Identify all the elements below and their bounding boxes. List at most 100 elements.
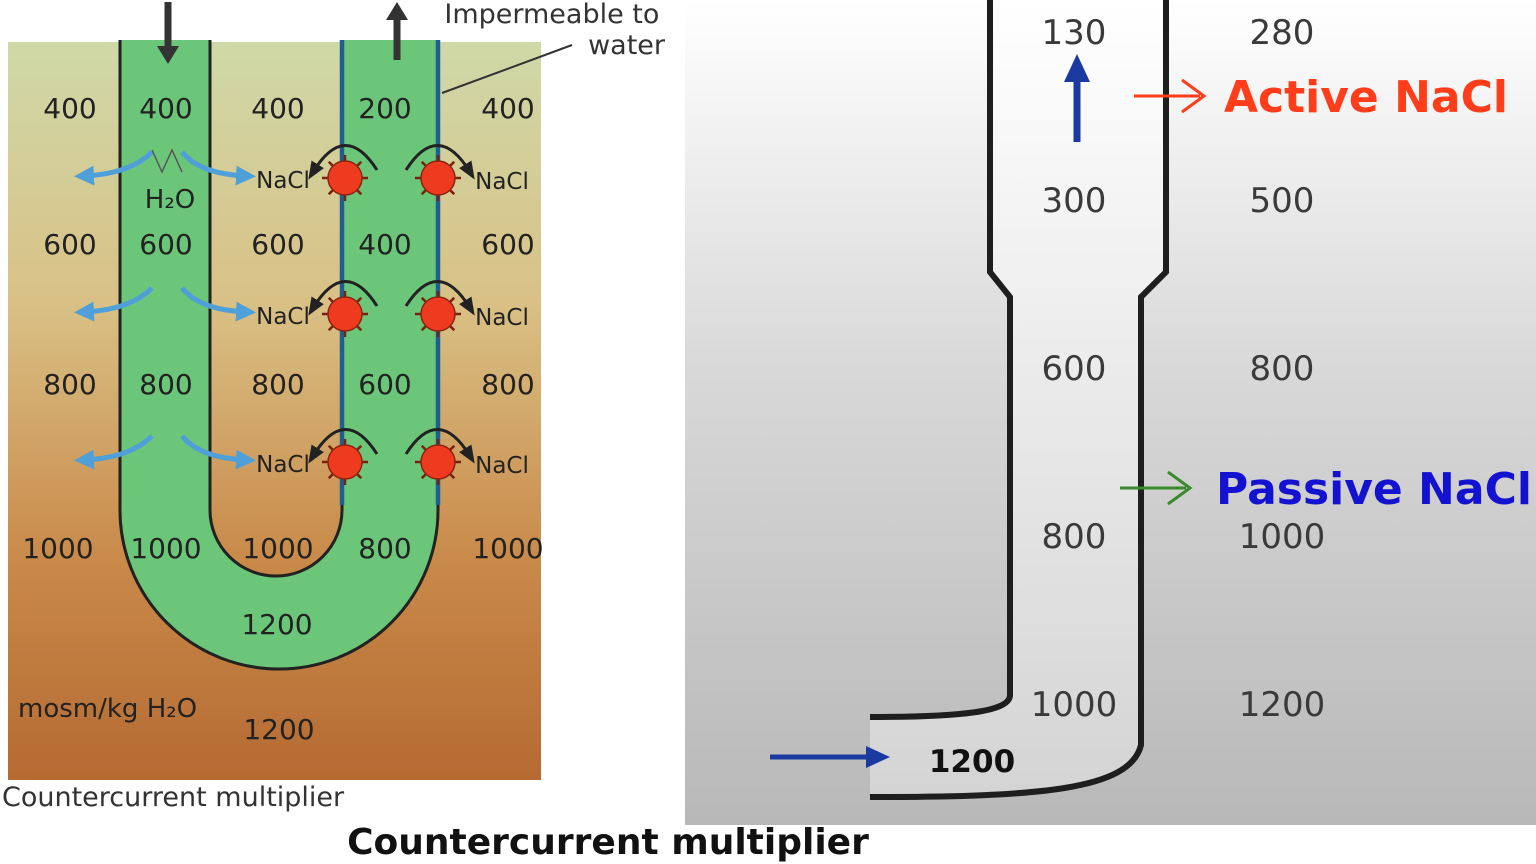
loop-tip-value: 1200 (241, 608, 312, 641)
tubule-lumen (870, 0, 1166, 797)
level-value-descending: 800 (139, 368, 192, 401)
transport-row: NaCl NaCl (74, 280, 529, 337)
level-value-outer-right: 1000 (472, 532, 543, 565)
inflow-arrow (157, 2, 179, 64)
interstitium-value: 1000 (1239, 517, 1326, 557)
level-value-ascending: 400 (358, 228, 411, 261)
unit-label: mosm/kg H₂O (18, 694, 197, 724)
level-value-middle: 400 (251, 92, 304, 125)
sodium-pump (404, 280, 475, 337)
water-arrow-left (74, 434, 154, 470)
level-value-ascending: 800 (358, 532, 411, 565)
pump-icon (420, 444, 456, 480)
water-arrow-right (180, 150, 256, 186)
pump-direction-arrow (404, 428, 475, 464)
level-value-outer-right: 400 (481, 92, 534, 125)
lumen-value: 130 (1042, 13, 1107, 53)
level-value-outer-left: 1000 (22, 532, 93, 565)
pump-icon (327, 160, 363, 196)
level-value-descending: 400 (139, 92, 192, 125)
level-value-descending: 1000 (130, 532, 201, 565)
level-value-outer-left: 400 (43, 92, 96, 125)
nacl-label: NaCl (475, 453, 529, 479)
water-arrow-left (74, 150, 154, 186)
sodium-pump (308, 144, 379, 201)
sodium-pump (404, 428, 475, 485)
upflow-arrow (1064, 54, 1090, 142)
transport-row: NaCl NaCl (74, 428, 529, 485)
level-value-outer-left: 600 (43, 228, 96, 261)
descending-limb-wall (118, 40, 440, 671)
level-value-ascending: 200 (358, 92, 411, 125)
level-row: 800 800 800 600 800 (43, 368, 534, 401)
lumen-value: 800 (1042, 517, 1107, 557)
left-caption: Countercurrent multiplier (2, 782, 345, 813)
inflow-arrow-right (770, 746, 890, 768)
nacl-label: NaCl (256, 304, 310, 330)
impermeable-annotation: Impermeable to water (444, 0, 668, 61)
ascending-limb-thick-wall (339, 40, 441, 505)
level-value-outer-right: 600 (481, 228, 534, 261)
pump-direction-arrow (308, 428, 379, 464)
level-value-middle: 1000 (242, 532, 313, 565)
figure-caption: Countercurrent multiplier (347, 822, 869, 863)
value-row: 800 1000 (1042, 517, 1326, 557)
right-diagram: 130 280 300 500 600 800 800 1000 1000 1200 1200 A… (685, 0, 1536, 825)
interstitium-value: 1200 (1239, 685, 1326, 725)
level-row: 400 400 400 200 400 (43, 92, 534, 125)
lumen-value: 300 (1042, 181, 1107, 221)
tubule-right-wall (869, 0, 1169, 800)
pump-direction-arrow (308, 144, 379, 180)
active-nacl-label: Active NaCl (1224, 72, 1508, 123)
pump-icon (327, 296, 363, 332)
pump-direction-arrow (404, 280, 475, 316)
active-transport-arrow (1134, 78, 1207, 114)
sodium-pump (404, 144, 475, 201)
water-arrow-right (180, 286, 256, 322)
pump-direction-arrow (308, 280, 379, 316)
lumen-value: 600 (1042, 349, 1107, 389)
water-kink-mark (151, 148, 183, 174)
nacl-label: NaCl (256, 452, 310, 478)
transport-row: NaCl NaCl (74, 144, 529, 201)
level-value-ascending: 600 (358, 368, 411, 401)
level-value-outer-right: 800 (481, 368, 534, 401)
pump-direction-arrow (404, 144, 475, 180)
loop-of-henle (120, 40, 438, 669)
sodium-pump (308, 280, 379, 337)
water-arrow-left (74, 286, 154, 322)
value-row: 300 500 (1042, 181, 1315, 221)
level-value-middle: 800 (251, 368, 304, 401)
outflow-arrow (386, 2, 408, 60)
level-value-outer-left: 800 (43, 368, 96, 401)
pump-icon (327, 444, 363, 480)
lumen-value: 1000 (1031, 685, 1118, 725)
nacl-label: NaCl (475, 169, 529, 195)
sodium-pump (308, 428, 379, 485)
passive-nacl-label: Passive NaCl (1216, 464, 1532, 515)
passive-transport-arrow (1120, 470, 1193, 506)
level-row: 600 600 600 400 600 (43, 228, 534, 261)
nacl-label: NaCl (256, 168, 310, 194)
value-row: 130 280 (1042, 13, 1315, 53)
tubule-left-wall (869, 0, 1013, 720)
water-arrow-right (180, 434, 256, 470)
interstitium-value: 800 (1250, 349, 1315, 389)
annotation-leader (441, 44, 573, 94)
value-rows: 130 280 300 500 600 800 800 1000 1000 1200 (1031, 13, 1326, 725)
water-label: H₂O (145, 185, 195, 215)
level-value-middle: 600 (251, 228, 304, 261)
interstitium-value: 500 (1250, 181, 1315, 221)
nacl-label: NaCl (475, 305, 529, 331)
interstitium-value: 280 (1250, 13, 1315, 53)
interstitial-bottom-value: 1200 (243, 713, 314, 746)
value-row: 1000 1200 (1031, 685, 1326, 725)
inflow-value: 1200 (929, 744, 1015, 780)
level-value-descending: 600 (139, 228, 192, 261)
osmolality-levels: 400 400 400 200 400 600 600 600 400 600 800 800 800 6… (22, 92, 543, 565)
value-row: 600 800 (1042, 349, 1315, 389)
pump-icon (420, 160, 456, 196)
